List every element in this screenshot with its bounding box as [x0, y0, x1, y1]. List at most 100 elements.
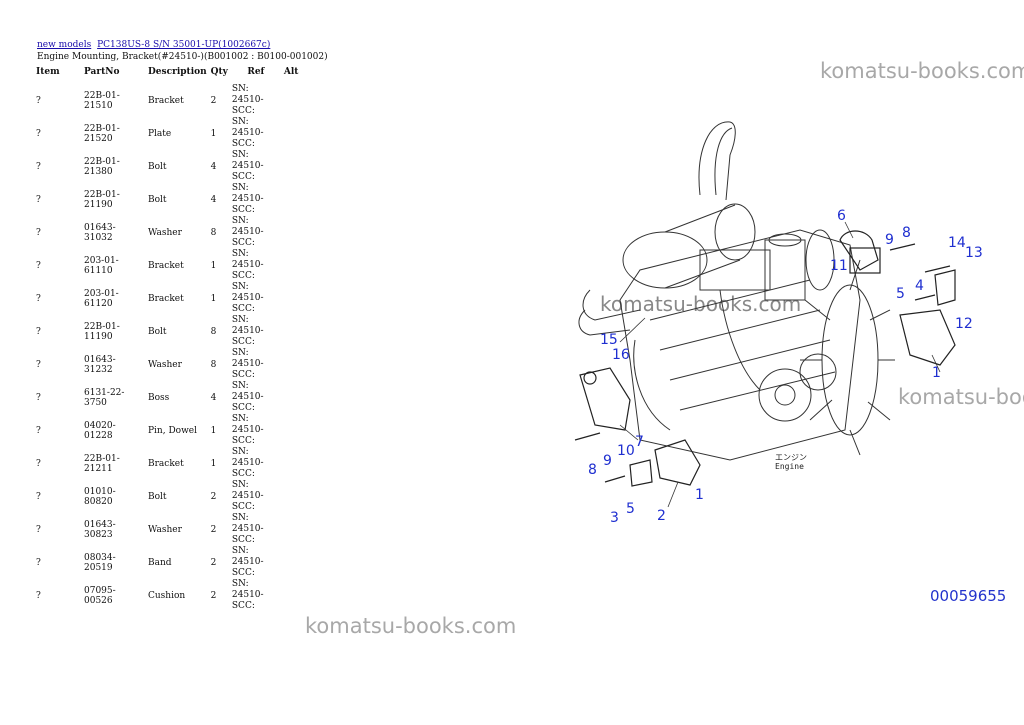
alt-cell [282, 315, 306, 348]
item-cell: ? [36, 326, 41, 337]
ref-cell: SN: 24510-SCC: [231, 414, 264, 446]
description-cell: Cushion [148, 590, 186, 601]
header-ref: Ref [247, 67, 265, 77]
description-cell: Washer [148, 359, 182, 370]
qty-cell: 1 [210, 458, 217, 469]
qty-cell: 2 [210, 590, 217, 601]
partno-cell: 01643-31232 [84, 354, 116, 375]
partno-cell: 04020-01228 [84, 420, 116, 441]
mounting-brackets [574, 230, 956, 487]
watermark: komatsu-books.com [820, 59, 1024, 83]
item-cell: ? [36, 425, 41, 436]
alt-cell [282, 183, 306, 216]
partno-cell: 08034-20519 [84, 552, 116, 573]
alt-cell [282, 117, 306, 150]
partno-cell: 203-01-61110 [84, 255, 119, 276]
description-cell: Washer [148, 524, 182, 535]
page-subtitle: Engine Mounting, Bracket(#24510-)(B00100… [37, 52, 328, 62]
item-cell: ? [36, 194, 41, 205]
qty-cell: 2 [210, 491, 217, 502]
callout-2: 2 [657, 508, 666, 524]
ref-cell: SN: 24510-SCC: [231, 216, 264, 248]
callout-4: 4 [915, 278, 924, 294]
callout-6: 6 [837, 208, 846, 224]
ref-cell: SN: 24510-SCC: [231, 183, 264, 215]
description-cell: Plate [148, 128, 172, 139]
alt-cell [282, 348, 306, 381]
ref-cell: SN: 24510-SCC: [231, 546, 264, 578]
alt-cell [282, 546, 306, 579]
ref-cell: SN: 24510-SCC: [231, 348, 264, 380]
description-cell: Boss [148, 392, 170, 403]
ref-cell: SN: 24510-SCC: [231, 150, 264, 182]
alt-cell [282, 282, 306, 315]
callout-8: 8 [902, 225, 911, 241]
qty-cell: 1 [210, 425, 217, 436]
partno-cell: 22B-01-11190 [84, 321, 120, 342]
partno-cell: 6131-22-3750 [84, 387, 125, 408]
alt-cell [282, 579, 306, 612]
callout-14: 14 [948, 235, 966, 251]
callout-9: 9 [885, 232, 894, 248]
alt-cell [282, 480, 306, 513]
breadcrumb: new models PC138US-8 S/N 35001-UP(100266… [37, 40, 273, 50]
partno-cell: 01643-31032 [84, 222, 116, 243]
breadcrumb-link-new-models[interactable]: new models [37, 40, 92, 50]
callout-7: 7 [635, 434, 644, 450]
table-row: ? 203-01-61110 Bracket 1 SN: 24510-SCC: [34, 249, 306, 282]
alt-cell [282, 513, 306, 546]
callout-1: 1 [695, 487, 704, 503]
callout-9: 9 [603, 453, 612, 469]
callout-12: 12 [955, 316, 973, 332]
item-cell: ? [36, 128, 41, 139]
qty-cell: 2 [210, 95, 217, 106]
header-partno: PartNo [84, 67, 120, 77]
callout-8: 8 [588, 462, 597, 478]
ref-cell: SN: 24510-SCC: [231, 480, 264, 512]
alt-cell [282, 414, 306, 447]
item-cell: ? [36, 293, 41, 304]
alt-cell [282, 150, 306, 183]
ref-cell: SN: 24510-SCC: [231, 249, 264, 281]
description-cell: Pin, Dowel [148, 425, 197, 436]
callout-10: 10 [617, 443, 635, 459]
part-callouts: 6 9 8 14 13 11 5 4 12 1 15 16 10 9 8 7 3… [588, 208, 983, 526]
description-cell: Bracket [148, 95, 184, 106]
description-cell: Bracket [148, 260, 184, 271]
item-cell: ? [36, 392, 41, 403]
description-cell: Washer [148, 227, 182, 238]
callout-11: 11 [830, 258, 848, 274]
breadcrumb-link-model[interactable]: PC138US-8 S/N 35001-UP(1002667c) [97, 40, 271, 50]
partno-cell: 22B-01-21520 [84, 123, 120, 144]
watermark: komatsu-books.com [305, 614, 517, 638]
alt-cell [282, 447, 306, 480]
item-cell: ? [36, 227, 41, 238]
qty-cell: 4 [210, 161, 217, 172]
alt-cell [282, 249, 306, 282]
description-cell: Bolt [148, 326, 167, 337]
item-cell: ? [36, 359, 41, 370]
qty-cell: 2 [210, 557, 217, 568]
partno-cell: 07095-00526 [84, 585, 116, 606]
header-item: Item [36, 67, 60, 77]
ref-cell: SN: 24510-SCC: [231, 513, 264, 545]
ref-cell: SN: 24510-SCC: [231, 579, 264, 611]
item-cell: ? [36, 458, 41, 469]
ref-cell: SN: 24510-SCC: [231, 381, 264, 413]
header-description: Description [148, 67, 207, 77]
partno-cell: 22B-01-21380 [84, 156, 120, 177]
callout-1: 1 [932, 365, 941, 381]
item-cell: ? [36, 260, 41, 271]
qty-cell: 4 [210, 194, 217, 205]
qty-cell: 1 [210, 260, 217, 271]
alt-cell [282, 381, 306, 414]
